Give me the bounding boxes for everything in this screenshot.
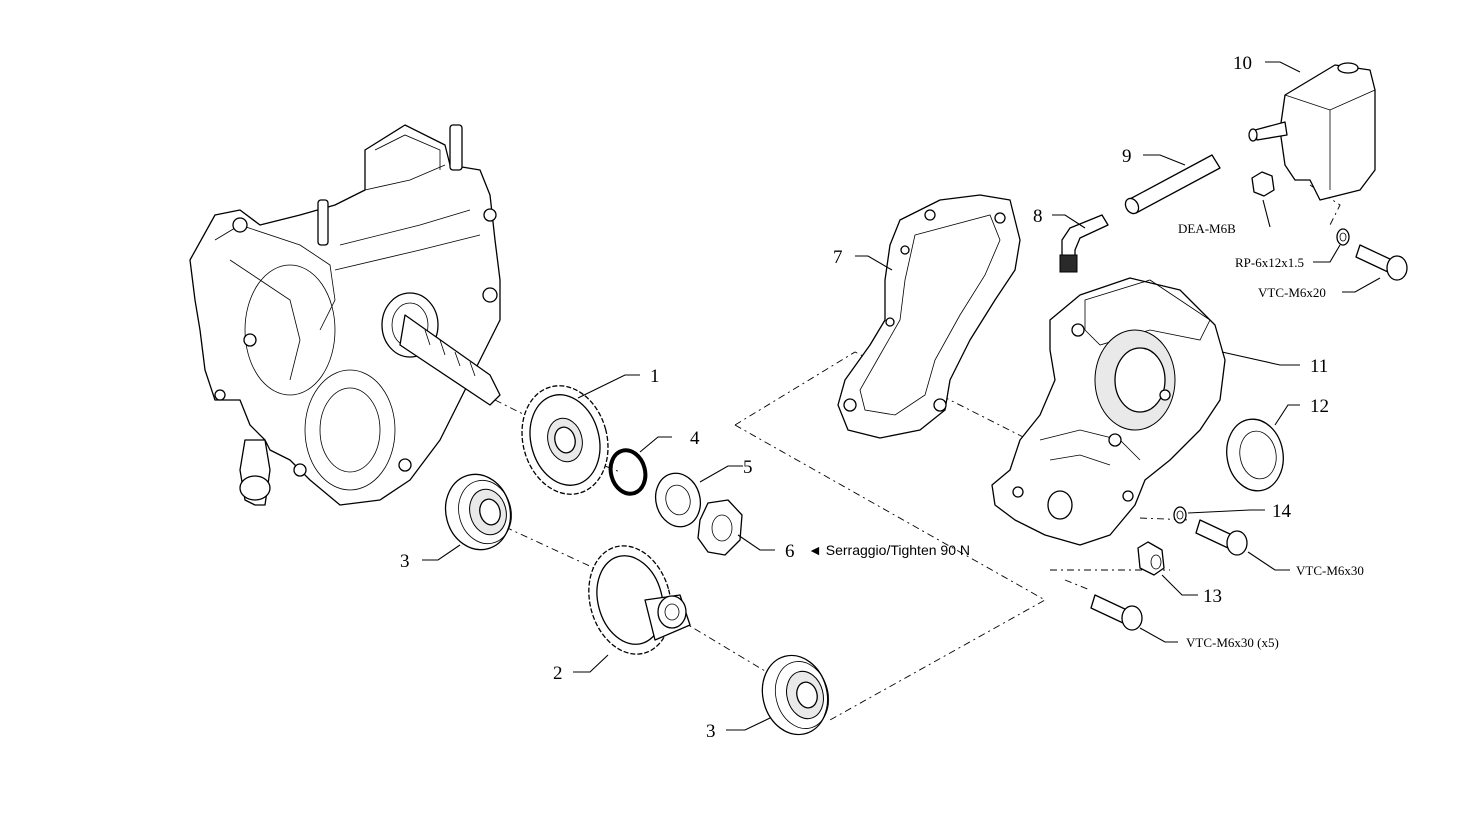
part-number-callouts: 1 4 5 6 3 2 3 7 8 9 10 11 12 14 13 — [400, 53, 1329, 742]
plug-part-13 — [1137, 541, 1165, 576]
callout-9: 9 — [1122, 146, 1132, 167]
callout-14: 14 — [1272, 501, 1292, 522]
crankcase-housing — [189, 124, 501, 506]
leader-lines — [422, 61, 1381, 731]
callout-1: 1 — [650, 366, 660, 387]
callout-3-upper: 3 — [400, 551, 410, 572]
callout-10: 10 — [1233, 53, 1252, 74]
callout-13: 13 — [1203, 586, 1222, 607]
screw-vtc-m6x30 — [1195, 519, 1248, 556]
label-vtc-m6x20: VTC-M6x20 — [1258, 285, 1326, 300]
washer-part-14 — [1173, 506, 1187, 524]
nut-part-6 — [697, 499, 743, 556]
callout-11: 11 — [1310, 356, 1328, 377]
nut-dea-m6b — [1251, 171, 1275, 197]
tube-part-9 — [1124, 154, 1221, 215]
label-vtc-m6x30: VTC-M6x30 — [1296, 563, 1364, 578]
callout-4: 4 — [690, 428, 700, 449]
label-vtc-m6x30-x5: VTC-M6x30 (x5) — [1186, 635, 1279, 650]
label-rp-washer: RP-6x12x1.5 — [1235, 255, 1304, 270]
gasket-part-7 — [837, 194, 1021, 439]
elbow-fitting-part-8 — [1059, 214, 1109, 273]
spacer-part-5 — [654, 472, 702, 528]
cover-part-11 — [991, 277, 1226, 546]
o-ring-part-4 — [608, 448, 648, 496]
washer-rp — [1336, 228, 1350, 246]
hardware-labels: DEA-M6B RP-6x12x1.5 VTC-M6x20 VTC-M6x30 … — [1178, 221, 1364, 650]
callout-12: 12 — [1310, 396, 1329, 417]
bearing-part-3-upper — [444, 473, 512, 551]
bearing-part-3-lower — [761, 654, 830, 736]
gear-part-2 — [588, 545, 691, 655]
label-dea-m6b: DEA-M6B — [1178, 221, 1236, 236]
callout-3-lower: 3 — [706, 721, 716, 742]
callout-8: 8 — [1033, 206, 1043, 227]
callout-6: 6 — [785, 541, 795, 562]
screw-vtc-m6x30-x5 — [1090, 594, 1143, 631]
callout-2: 2 — [553, 663, 563, 684]
callout-5: 5 — [743, 457, 753, 478]
oil-seal-part-12 — [1226, 418, 1284, 492]
screw-vtc-m6x20 — [1355, 244, 1408, 281]
callout-7: 7 — [833, 247, 843, 268]
gear-part-1 — [521, 385, 609, 495]
torque-note: ◄ Serraggio/Tighten 90 N — [808, 542, 970, 558]
reservoir-part-10 — [1248, 62, 1376, 201]
